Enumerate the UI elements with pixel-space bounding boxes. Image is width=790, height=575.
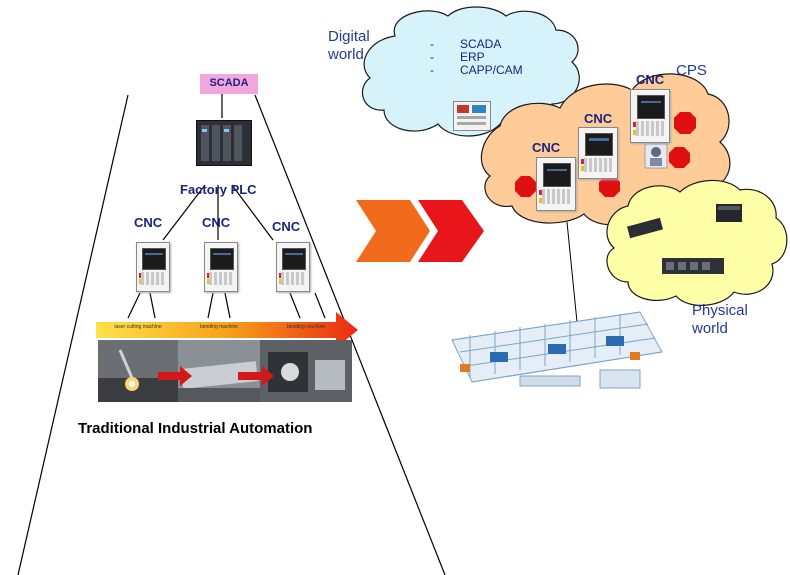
factory-plc-label: Factory PLC — [180, 182, 257, 197]
cps-to-line-connector — [566, 221, 579, 333]
plc-link-right — [231, 184, 274, 241]
cnc1-link-a — [127, 292, 141, 319]
cnc3-link-b — [314, 292, 326, 319]
traditional-automation-title: Traditional Industrial Automation — [78, 420, 313, 437]
cnc-label-3: CNC — [272, 219, 301, 234]
cnc-label-1: CNC — [134, 215, 163, 230]
cnc3-link-a — [289, 292, 301, 319]
plc-link-left — [162, 184, 206, 241]
digital-item-capp-cam: -CAPP/CAM — [430, 63, 523, 77]
robot-icon — [644, 143, 668, 169]
cps-cnc-label-3: CNC — [532, 140, 561, 155]
cps-cnc-label-2: CNC — [584, 111, 613, 126]
digital-item-list: -SCADA -ERP -CAPP/CAM — [430, 38, 523, 77]
physical-devices — [627, 204, 742, 274]
digital-item-erp: -ERP — [430, 50, 485, 64]
digital-world-label: Digital world — [328, 28, 370, 63]
scada-box — [200, 74, 258, 94]
cps-label: CPS — [676, 62, 707, 79]
stop-icons — [515, 112, 696, 197]
physical-world-label: Physical world — [692, 302, 748, 337]
cnc-machine-3 — [276, 242, 310, 292]
process-label-1: laser cutting machine — [114, 324, 162, 330]
production-line-parts — [460, 336, 640, 372]
process-flow-arrow — [96, 312, 358, 348]
process-label-3: bending machine — [286, 324, 326, 330]
cps-cnc-label-1: CNC — [636, 72, 665, 87]
physical-world-cloud — [606, 179, 788, 306]
transition-arrow-orange — [356, 200, 430, 262]
scada-label: SCADA — [209, 77, 249, 89]
software-screenshot — [453, 101, 491, 131]
cnc2-link-a — [207, 292, 214, 319]
cnc-machine-2 — [204, 242, 238, 292]
transition-arrow-red — [418, 200, 484, 262]
factory-plc-rack — [196, 120, 252, 166]
cnc-label-2: CNC — [202, 215, 231, 230]
digital-world-cloud — [361, 6, 580, 137]
cps-cnc-machine-1 — [630, 89, 670, 143]
cnc-machine-1 — [136, 242, 170, 292]
cnc1-link-b — [149, 292, 156, 319]
digital-item-scada: -SCADA — [430, 37, 502, 51]
process-label-2: bending machine — [199, 324, 239, 330]
cps-cnc-machine-3 — [536, 157, 576, 211]
cps-cnc-machine-2 — [578, 127, 618, 179]
process-photos — [98, 340, 352, 402]
pyramid-left-edge — [17, 94, 129, 575]
cnc2-link-b — [224, 292, 231, 319]
